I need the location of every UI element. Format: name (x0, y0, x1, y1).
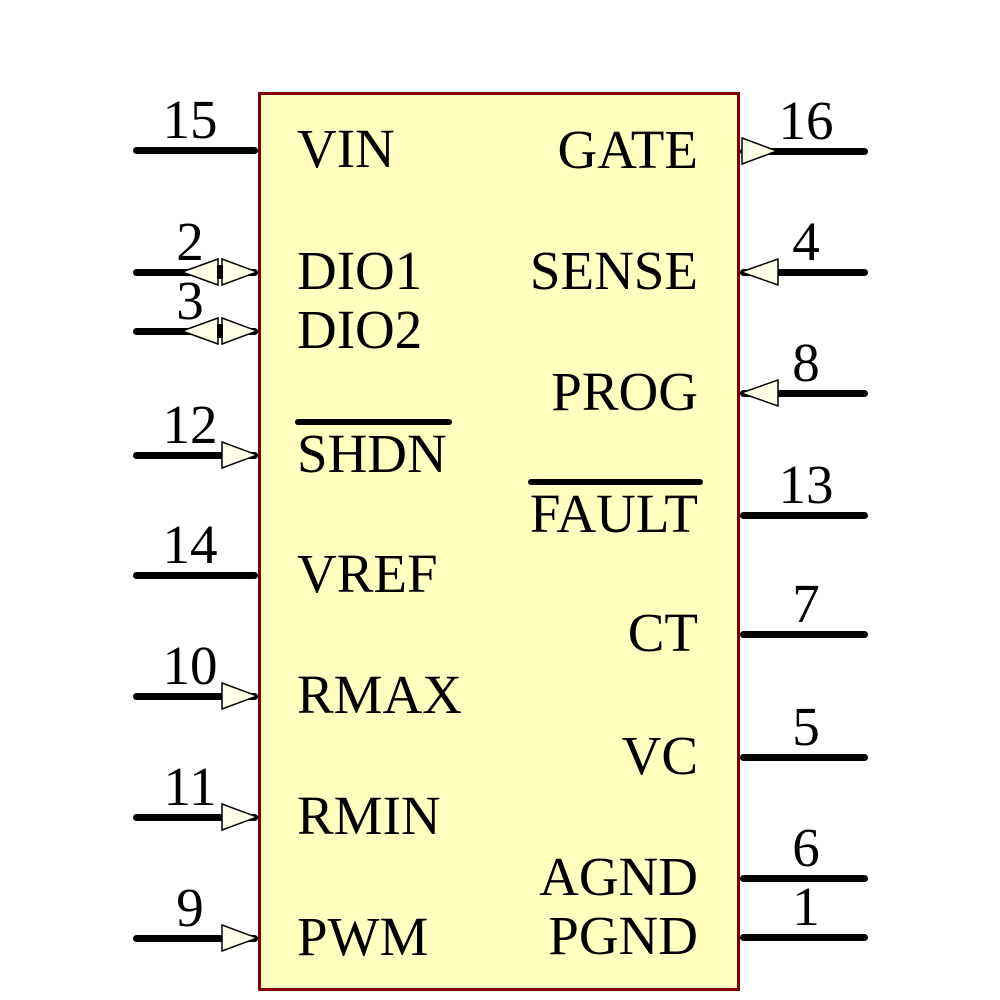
pin-wire-vc (740, 753, 868, 761)
pin-wire-rmax (133, 692, 258, 700)
pin-number-vc: 5 (792, 696, 820, 757)
pin-label-dio1: DIO1 (297, 240, 423, 301)
pin-number-rmax: 10 (162, 635, 218, 696)
pin-wire-pgnd (740, 933, 868, 941)
pin-number-vin: 15 (162, 89, 218, 150)
pin-label-ct: CT (627, 602, 698, 663)
pin-label-vin: VIN (297, 118, 395, 179)
pin-wire-gate (740, 147, 868, 155)
pin-number-gate: 16 (778, 90, 834, 151)
pin-wire-vref (133, 571, 258, 579)
pin-wire-sense (740, 268, 868, 276)
pin-number-ct: 7 (792, 573, 820, 634)
pin-number-fault: 13 (778, 454, 834, 515)
pin-wire-ct (740, 630, 868, 638)
pin-label-fault: FAULT (527, 479, 704, 544)
pin-wire-vin (133, 146, 258, 154)
pin-label-rmin: RMIN (297, 785, 441, 846)
pin-wire-fault (740, 511, 868, 519)
pin-wire-shdn (133, 451, 258, 459)
ic-body (258, 92, 740, 991)
pin-label-pwm: PWM (297, 906, 429, 967)
pin-label-sense: SENSE (529, 240, 698, 301)
pin-number-pwm: 9 (176, 877, 204, 938)
pin-wire-rmin (133, 813, 258, 821)
pin-number-dio2: 3 (176, 270, 204, 331)
pin-number-pgnd: 1 (792, 876, 820, 937)
pin-wire-pwm (133, 934, 258, 942)
pin-label-vref: VREF (297, 543, 438, 604)
pin-label-prog: PROG (551, 361, 698, 422)
pin-label-vc: VC (621, 725, 698, 786)
pin-label-rmax: RMAX (297, 664, 463, 725)
pin-label-pgnd: PGND (548, 905, 698, 966)
pin-label-gate: GATE (557, 119, 698, 180)
pin-number-prog: 8 (792, 332, 820, 393)
pin-number-dio1: 2 (176, 211, 204, 272)
pin-number-vref: 14 (162, 514, 218, 575)
pin-number-agnd: 6 (792, 817, 820, 878)
pin-label-dio2: DIO2 (297, 299, 423, 360)
pin-wire-prog (740, 389, 868, 397)
pin-wire-agnd (740, 874, 868, 882)
pin-number-rmin: 11 (163, 756, 217, 817)
pin-number-sense: 4 (792, 211, 820, 272)
pin-label-agnd: AGND (539, 846, 698, 907)
pin-number-shdn: 12 (162, 394, 218, 455)
pin-label-shdn: SHDN (295, 419, 452, 484)
